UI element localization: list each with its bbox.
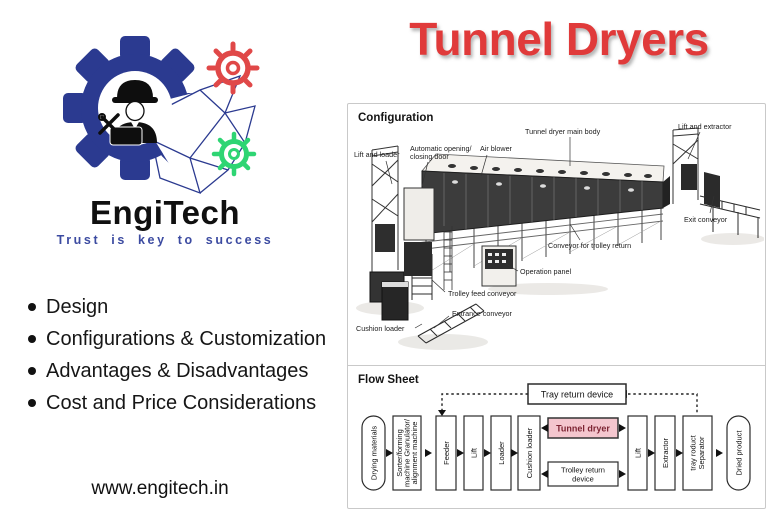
lift-cage xyxy=(375,224,395,252)
node-separator-label-2: Separator xyxy=(697,436,706,469)
left-column: EngiTech Trust is key to success Design … xyxy=(0,0,335,512)
entrance-conveyor-shape xyxy=(417,303,485,344)
tray-return-path-left xyxy=(441,393,528,411)
diagram-panel: Configuration xyxy=(347,103,766,509)
label-automatic-door-1: Automatic opening/ xyxy=(410,144,472,153)
label-exit-conveyor: Exit conveyor xyxy=(684,215,728,224)
brand-tagline: Trust is key to success xyxy=(56,233,274,247)
node-sorter-label-2: machine Granulator/ xyxy=(403,418,412,487)
node-loader-label: Loader xyxy=(497,441,506,465)
tunnel-front-face xyxy=(421,170,664,235)
node-separator-label-1: tray roduct xyxy=(689,434,698,470)
wireframe-gear-icon xyxy=(144,74,256,195)
flow-sheet-section: Flow Sheet Tray return device xyxy=(348,365,765,507)
exit-panel xyxy=(704,172,720,208)
flow-sheet-heading: Flow Sheet xyxy=(358,374,419,386)
node-dried-product xyxy=(726,415,751,491)
tunnel-end-cap xyxy=(663,176,670,208)
lift-extractor-tower xyxy=(672,127,699,204)
panel-vents xyxy=(452,180,634,192)
configuration-labels: Lift and loader Automatic opening/ closi… xyxy=(354,122,732,333)
node-extractor-label: Extractor xyxy=(661,437,670,468)
automatic-door xyxy=(403,187,435,241)
lift-loader-tower xyxy=(371,145,399,274)
label-conveyor-trolley-return: Conveyor for trolley return xyxy=(548,241,631,250)
node-tunnel-dryer-label: Tunnel dryer xyxy=(556,424,610,434)
website-url: www.engitech.in xyxy=(91,478,229,499)
node-dried-product-label: Dried product xyxy=(735,430,744,476)
node-drying-materials xyxy=(361,415,386,491)
node-lift-out xyxy=(627,415,648,491)
node-feeder xyxy=(435,415,457,491)
label-lift-and-extractor: Lift and extractor xyxy=(678,122,732,131)
ladder xyxy=(443,226,453,290)
tunnel-dryer-illustration: Lift and loader Automatic opening/ closi… xyxy=(354,122,764,350)
node-lift-in-label: Lift xyxy=(470,447,479,458)
node-tray-return-device-label: Tray return device xyxy=(541,390,613,400)
node-trolley-return-label-2: device xyxy=(572,475,594,484)
operation-panel-buttons xyxy=(488,253,506,263)
label-operation-panel: Operation panel xyxy=(520,267,572,276)
node-trolley-return-device xyxy=(547,461,619,487)
door-base xyxy=(404,242,432,276)
label-main-body: Tunnel dryer main body xyxy=(525,127,601,136)
cushion-loader-top xyxy=(382,282,408,287)
node-cushion-loader-label: Cushion loader xyxy=(525,427,534,478)
brand-name: EngiTech xyxy=(89,194,241,231)
red-gear-icon xyxy=(206,41,260,95)
node-lift-out-label: Lift xyxy=(634,447,643,458)
cushion-loader-box xyxy=(381,281,409,321)
page-title: Tunnel Dryers xyxy=(409,13,709,65)
configuration-heading: Configuration xyxy=(358,112,434,124)
panel-seams xyxy=(443,173,643,231)
down-arrow xyxy=(438,410,446,416)
tray-return-path-right xyxy=(628,393,698,414)
node-sorter xyxy=(392,415,422,491)
air-blower-vents xyxy=(448,164,652,178)
topic-item: Design xyxy=(26,296,326,318)
node-tray-return-device xyxy=(527,383,627,405)
green-gear-icon xyxy=(211,131,257,177)
node-feeder-label: Feeder xyxy=(442,441,451,465)
label-automatic-door-2: closing door xyxy=(410,152,449,161)
topic-item: Advantages & Disadvantages xyxy=(26,360,326,382)
label-air-blower: Air blower xyxy=(480,144,513,153)
trolley-feed-conveyor xyxy=(411,254,433,300)
topic-item: Cost and Price Considerations xyxy=(26,392,326,414)
flow-arrows xyxy=(386,424,723,478)
node-sorter-label-3: alignment machine xyxy=(410,422,419,485)
leader-lines xyxy=(385,131,715,329)
node-drying-materials-label: Drying materials xyxy=(370,426,379,480)
node-separator xyxy=(682,415,713,491)
topics-list: Design Configurations & Customization Ad… xyxy=(26,296,326,424)
label-lift-and-loader: Lift and loader xyxy=(354,150,400,159)
topic-item: Configurations & Customization xyxy=(26,328,326,350)
configuration-section: Configuration xyxy=(348,104,765,365)
engineer-icon xyxy=(98,80,158,146)
label-cushion-loader: Cushion loader xyxy=(356,324,405,333)
flow-sheet-diagram: Tray return device Drying materials Sort… xyxy=(361,383,751,491)
extractor-cage xyxy=(681,164,697,190)
label-entrance-conveyor: Entrance conveyor xyxy=(452,309,513,318)
node-sorter-label-1: Sorter/forming xyxy=(395,429,404,477)
node-trolley-return-label-1: Trolley return xyxy=(561,466,605,475)
label-trolley-feed-conveyor: Trolley feed conveyor xyxy=(448,289,517,298)
engitech-logo xyxy=(63,36,260,195)
